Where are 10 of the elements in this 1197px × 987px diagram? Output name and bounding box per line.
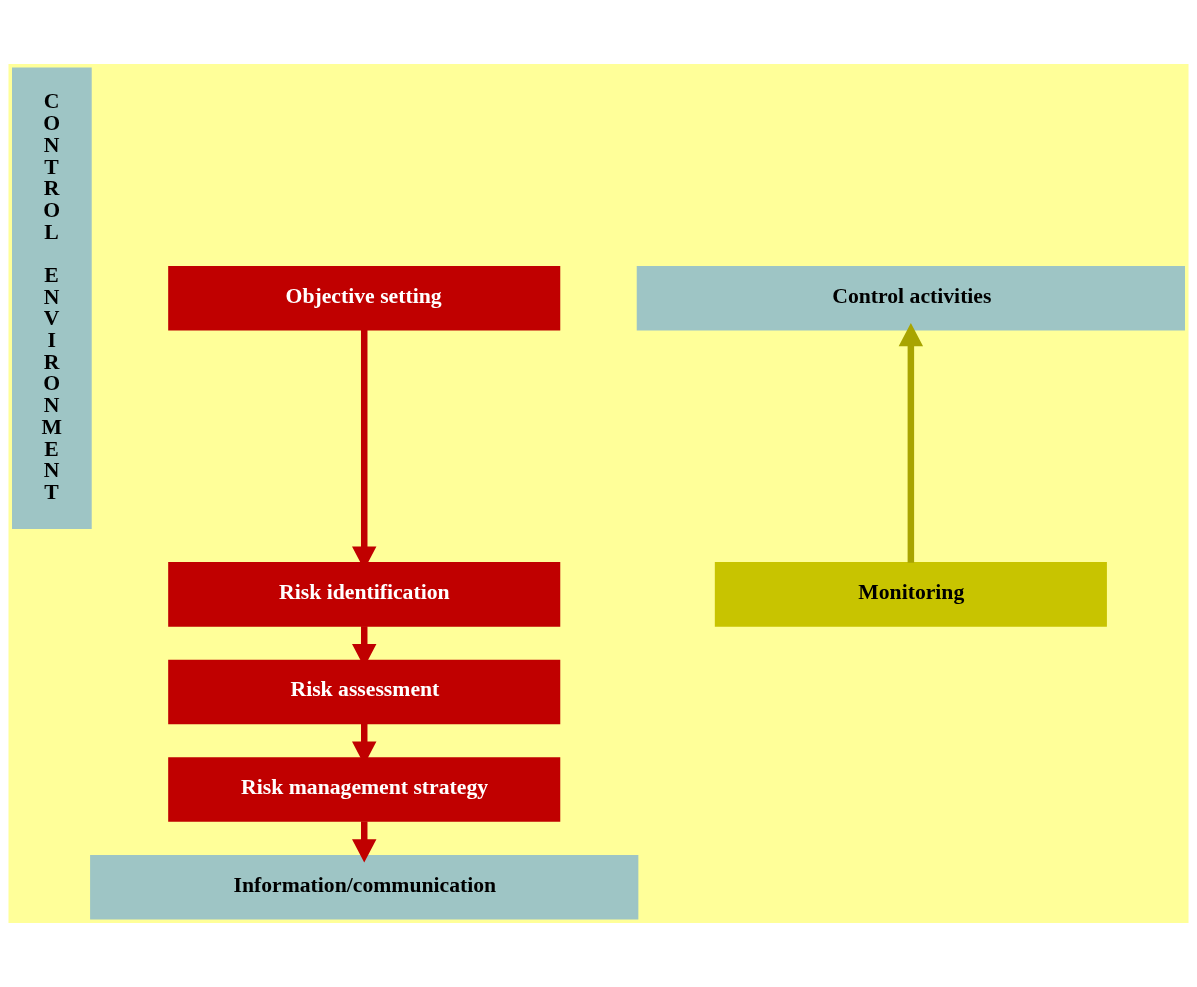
node-box: Control activities <box>636 266 1185 331</box>
node-box: Risk identification <box>168 562 561 627</box>
arrow <box>898 323 924 563</box>
node-box: Risk assessment <box>168 659 561 725</box>
node-box: Monitoring <box>714 562 1107 627</box>
node-box: Objective setting <box>168 266 561 331</box>
node-box: Risk management strategy <box>168 757 561 822</box>
node-box: CONTROL ENVIRONMENT <box>12 67 92 530</box>
node-box: Information/communication <box>90 854 639 920</box>
arrow <box>352 821 377 863</box>
